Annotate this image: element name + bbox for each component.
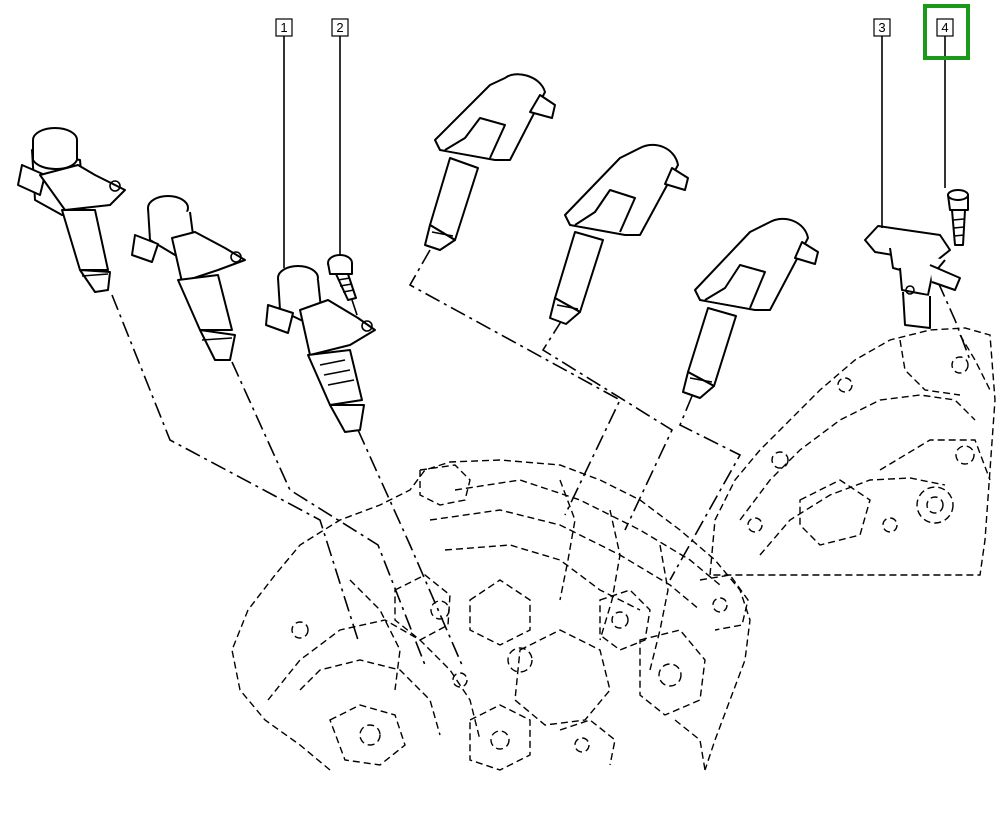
leader-coil-rear-1	[408, 249, 622, 516]
callout-2-label: 2	[336, 20, 343, 35]
leader-coil-left	[111, 294, 359, 641]
leader-screw-2	[351, 299, 363, 331]
timing-cover-outline	[709, 327, 996, 576]
callout-1-label: 1	[280, 20, 287, 35]
callout-4[interactable]: 4	[923, 4, 970, 60]
callout-2[interactable]: 2	[331, 18, 349, 37]
leader-coil-rear-3	[669, 395, 742, 581]
leader-coil-rear-2	[541, 319, 674, 531]
ignition-coil-callout-1	[265, 265, 376, 433]
cylinder-head-outline	[231, 459, 751, 771]
ignition-coil-left	[17, 127, 126, 293]
ignition-coil-second	[131, 195, 246, 361]
callout-3-label: 3	[878, 20, 885, 35]
ignition-coil-rear-2	[549, 143, 689, 325]
callout-3[interactable]: 3	[873, 18, 891, 37]
leader-coil-1	[357, 429, 463, 666]
leader-coil-second	[231, 361, 426, 666]
callout-1[interactable]: 1	[275, 18, 293, 37]
ignition-coil-rear-3	[682, 217, 819, 399]
ignition-coil-rear-1	[424, 73, 556, 251]
leader-sensor	[937, 281, 971, 361]
callout-leaders	[283, 36, 946, 268]
leader-lines	[111, 249, 971, 666]
callout-4-highlight	[923, 4, 970, 60]
callout-4-label: 4	[941, 20, 948, 35]
sensor-callout-3	[864, 225, 961, 329]
screw-callout-2	[327, 254, 357, 301]
bolt-callout-4	[947, 189, 969, 246]
